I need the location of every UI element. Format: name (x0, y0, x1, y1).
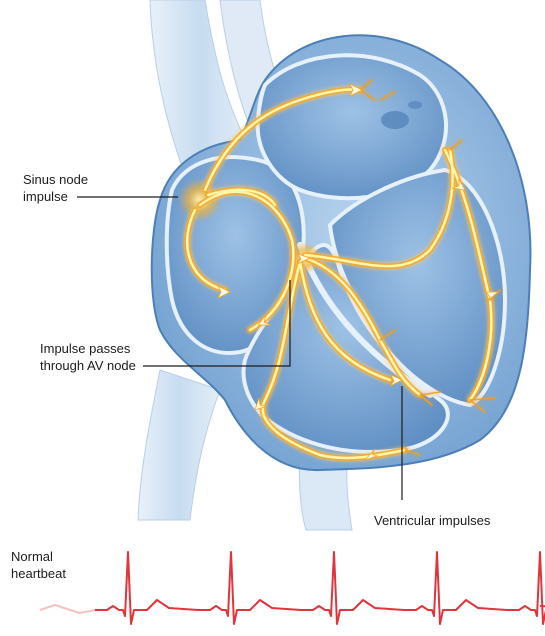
label-sinus-line1: Sinus node (23, 171, 88, 188)
label-heartbeat-line2: heartbeat (11, 565, 66, 582)
label-av-line1: Impulse passes (40, 340, 136, 357)
label-sinus-line2: impulse (23, 188, 88, 205)
ecg-trace (40, 552, 545, 624)
label-sinus-node-impulse: Sinus node impulse (23, 171, 88, 205)
label-normal-heartbeat: Normal heartbeat (11, 548, 66, 582)
label-av-line2: through AV node (40, 357, 136, 374)
label-ventricular-line: Ventricular impulses (374, 512, 490, 529)
sinus-node (178, 178, 222, 222)
label-ventricular-impulses: Ventricular impulses (374, 512, 490, 529)
label-av-node-impulse: Impulse passes through AV node (40, 340, 136, 374)
label-heartbeat-line1: Normal (11, 548, 66, 565)
